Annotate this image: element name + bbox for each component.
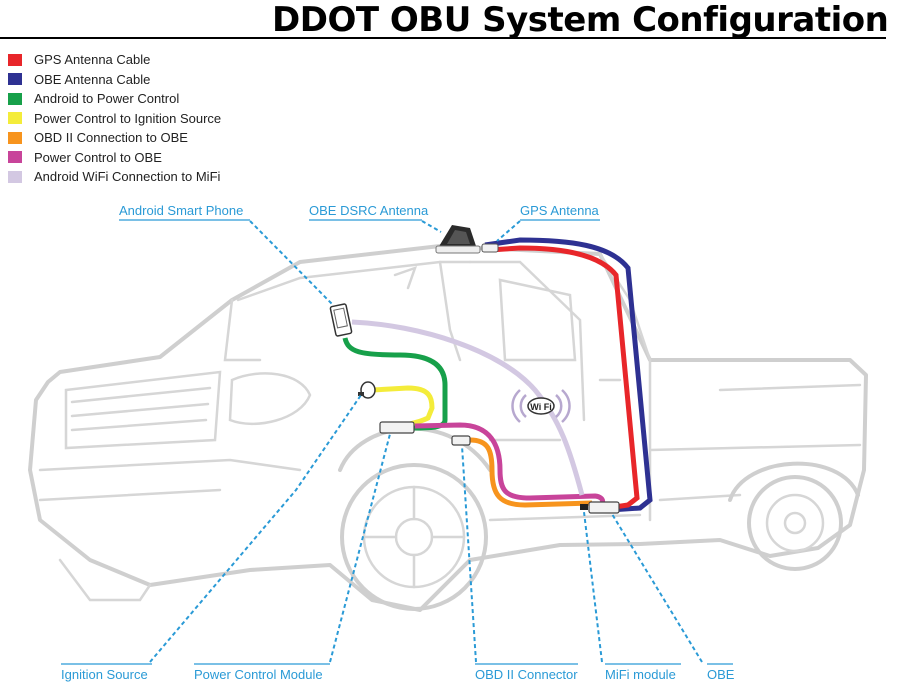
legend-label: OBD II Connection to OBE	[34, 130, 188, 146]
leader-android-phone	[249, 220, 334, 306]
wifi-to-mifi-link	[351, 319, 585, 496]
callout-gps-antenna: GPS Antenna	[520, 203, 600, 218]
legend-item-power-ignition: Power Control to Ignition Source	[8, 109, 221, 129]
legend-label: OBE Antenna Cable	[34, 71, 151, 87]
gps-antenna-icon	[481, 243, 499, 253]
legend-swatch	[8, 151, 22, 164]
callout-obe-antenna: OBE DSRC Antenna	[309, 203, 429, 218]
callout-obd-connector: OBD II Connector	[475, 667, 578, 682]
legend: GPS Antenna Cable OBE Antenna Cable Andr…	[8, 50, 221, 187]
legend-item-gps-cable: GPS Antenna Cable	[8, 50, 221, 70]
wifi-badge-label: Wi Fi	[530, 402, 551, 412]
callout-power-module: Power Control Module	[194, 667, 323, 682]
page-title: DDOT OBU System Configuration	[272, 0, 889, 40]
leader-obe-antenna	[421, 220, 442, 233]
leader-obe	[611, 513, 703, 663]
title-rule	[0, 37, 886, 39]
legend-item-obe-antenna-cable: OBE Antenna Cable	[8, 70, 221, 90]
obd-to-obe-cable	[469, 437, 593, 508]
legend-label: Android to Power Control	[34, 91, 180, 107]
legend-swatch	[8, 73, 22, 86]
cables	[342, 237, 653, 513]
leader-ignition-source	[149, 394, 362, 663]
legend-label: GPS Antenna Cable	[34, 52, 151, 68]
callout-leaders	[149, 220, 703, 663]
callout-ignition-source: Ignition Source	[61, 667, 148, 682]
legend-label: Android WiFi Connection to MiFi	[34, 169, 221, 185]
legend-swatch	[8, 92, 22, 105]
legend-label: Power Control to Ignition Source	[34, 110, 222, 126]
wifi-icon: Wi Fi	[511, 389, 571, 423]
callout-mifi-module: MiFi module	[605, 667, 676, 682]
legend-swatch	[8, 53, 22, 66]
callout-android-phone: Android Smart Phone	[119, 203, 243, 218]
callout-labels: Android Smart Phone OBE DSRC Antenna GPS…	[61, 203, 735, 682]
callout-obe: OBE	[707, 667, 735, 682]
obd-connector-icon	[451, 435, 471, 446]
legend-swatch	[8, 170, 22, 183]
legend-label: Power Control to OBE	[34, 149, 162, 165]
leader-gps-antenna	[496, 220, 521, 242]
obe-unit-icon	[588, 501, 620, 514]
obe-antenna-cable	[484, 237, 653, 513]
leader-mifi	[583, 511, 603, 663]
leader-obd-connector	[461, 445, 477, 663]
legend-item-wifi-mifi: Android WiFi Connection to MiFi	[8, 167, 221, 187]
dsrc-antenna-icon	[435, 225, 481, 254]
legend-item-obd-obe: OBD II Connection to OBE	[8, 128, 221, 148]
legend-swatch	[8, 112, 22, 125]
devices: Wi Fi	[329, 225, 620, 514]
leader-power-module	[329, 433, 391, 663]
ignition-source-icon	[358, 381, 376, 399]
legend-swatch	[8, 131, 22, 144]
pickup-truck-illustration	[28, 244, 868, 612]
mifi-module-icon	[580, 504, 588, 510]
legend-item-android-power: Android to Power Control	[8, 89, 221, 109]
power-to-ignition-cable	[371, 385, 435, 429]
power-to-obe-cable	[414, 422, 606, 510]
legend-item-power-obe: Power Control to OBE	[8, 148, 221, 168]
power-control-module-icon	[379, 421, 415, 434]
android-phone-icon	[329, 303, 353, 337]
gps-antenna-cable	[489, 245, 640, 511]
